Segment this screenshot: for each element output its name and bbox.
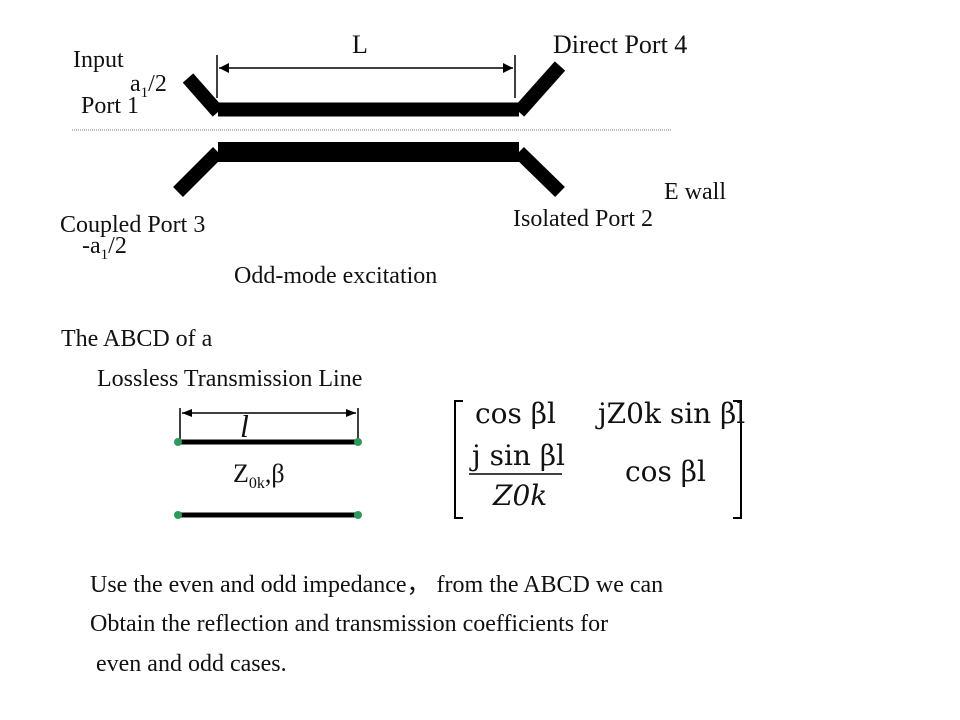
odd-mode-caption: Odd-mode excitation [234,263,438,289]
length-l-arrow [179,408,359,442]
e-wall-label: E wall [664,179,726,205]
length-label: L [352,30,368,59]
matrix-d-entry: cos βl [625,455,706,488]
a1-minus-label: -a1/2 [82,233,127,263]
input-label: Input [73,47,124,73]
footer-line3: even and odd cases. [96,651,287,677]
length-dimension-arrow [216,55,516,98]
matrix-c-denominator: Z0k [493,479,548,512]
matrix-b-entry: jZ0k sin βl [598,397,746,430]
matrix-a-entry: cos βl [475,397,556,430]
coupled-port3-label: Coupled Port 3 [60,212,206,238]
terminal-dot [354,438,362,446]
abcd-matrix-brackets [454,400,742,519]
abcd-heading-line1: The ABCD of a [61,326,213,352]
line-length-label: l [240,408,249,444]
isolated-port2-label: Isolated Port 2 [513,206,653,232]
transmission-line-bottom-conductor [174,511,362,519]
a1-plus-label: a1/2 [130,71,167,101]
terminal-dot [174,511,182,519]
upper-coupled-line [182,61,566,117]
direct-port4-label: Direct Port 4 [553,30,688,59]
port1-label: Port 1 [81,93,140,119]
transmission-line-top-conductor [174,438,362,446]
terminal-dot [174,438,182,446]
matrix-c-numerator: j sin βl [472,439,565,472]
terminal-dot [354,511,362,519]
footer-line2: Obtain the reflection and transmission c… [90,611,609,637]
abcd-heading-line2: Lossless Transmission Line [97,366,363,392]
impedance-label: Z0k,β [233,459,285,493]
footer-line1: Use the even and odd impedance， from the… [90,572,664,598]
lower-coupled-line [173,142,565,198]
